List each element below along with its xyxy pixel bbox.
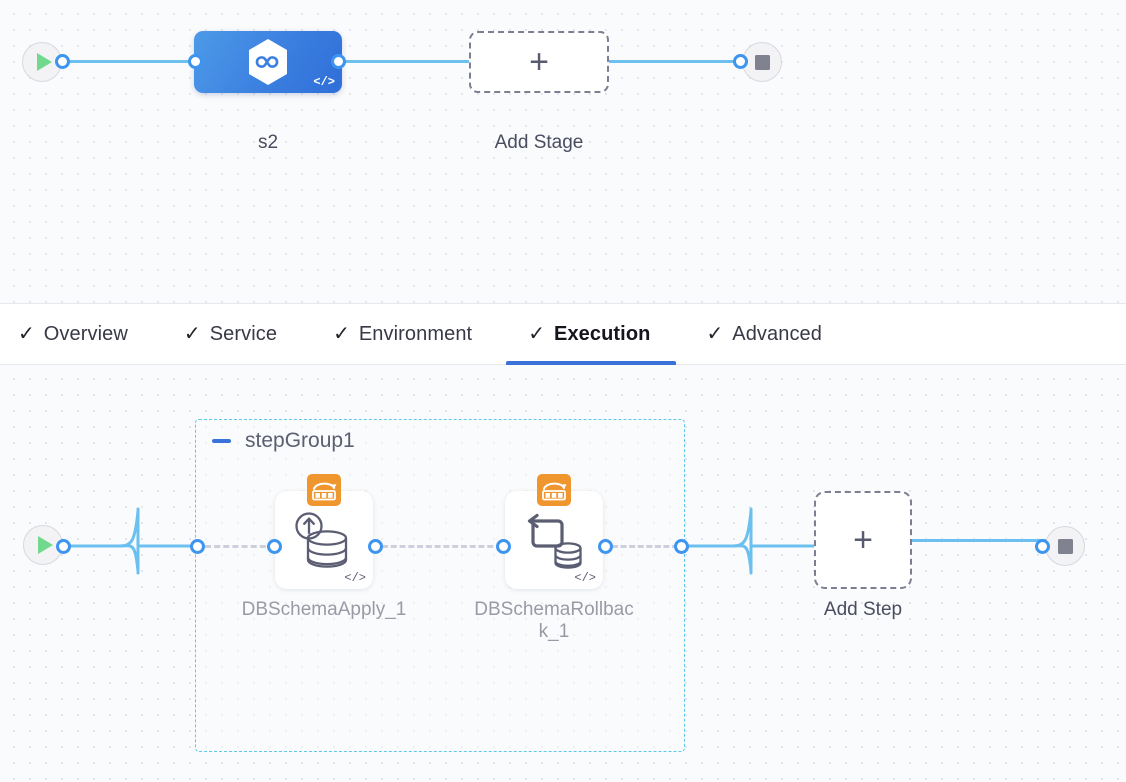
port-exec-start-out[interactable] (56, 539, 71, 554)
add-step-button[interactable]: + (814, 491, 912, 589)
check-icon: ✓ (18, 323, 35, 345)
tab-advanced[interactable]: ✓ Advanced (706, 304, 822, 364)
link-start-to-stage (62, 60, 202, 63)
play-icon (36, 53, 52, 71)
stage-config-tabs[interactable]: ✓ Overview ✓ Service ✓ Environment ✓ Exe… (0, 303, 1126, 365)
step-node-dbschemaapply[interactable]: </> (275, 474, 373, 589)
port-start-out[interactable] (55, 54, 70, 69)
tab-label: Environment (358, 322, 473, 345)
tab-overview[interactable]: ✓ Overview (18, 304, 128, 364)
port-step2-in[interactable] (496, 539, 511, 554)
port-group-entry[interactable] (190, 539, 205, 554)
stage-label: s2 (257, 132, 279, 153)
add-stage-button[interactable]: + (469, 31, 609, 93)
execution-end-node[interactable] (1045, 526, 1085, 566)
step-group-title: stepGroup1 (245, 429, 355, 452)
link-addstep-to-end (912, 539, 1046, 542)
port-stage-out[interactable] (331, 54, 346, 69)
tab-label: Overview (43, 322, 128, 345)
tab-service[interactable]: ✓ Service (184, 304, 277, 364)
dash-link-entry-to-step1 (205, 545, 275, 548)
dash-link-step2-to-exit (612, 545, 678, 548)
tab-label: Service (209, 322, 278, 345)
step-group-container[interactable] (195, 419, 685, 752)
add-step-label: Add Step (823, 599, 903, 620)
stop-icon (1057, 538, 1073, 554)
minus-icon[interactable] (212, 439, 231, 443)
port-step2-out[interactable] (598, 539, 613, 554)
port-step1-in[interactable] (267, 539, 282, 554)
execution-canvas[interactable]: stepGroup1 (0, 365, 1126, 781)
db-migration-badge-icon (537, 474, 571, 506)
tab-label: Advanced (732, 322, 823, 345)
step-label-dbschemaapply: DBSchemaApply_1 (241, 599, 407, 620)
database-apply-up-arrow-icon (295, 512, 348, 568)
check-icon: ✓ (528, 323, 545, 345)
stage-canvas[interactable]: </> s2 + Add Stage (0, 0, 1126, 303)
step-code-badge: </> (574, 571, 596, 585)
hexagon-infinity-icon (249, 39, 287, 85)
junction-connector-left (64, 507, 206, 575)
pipeline-end-node[interactable] (742, 42, 782, 82)
stage-code-badge: </> (313, 75, 335, 89)
play-icon (37, 536, 53, 554)
step-label-dbschemarollback: DBSchemaRollback_1 (474, 599, 634, 643)
step-node-dbschemarollback[interactable]: </> (505, 474, 603, 589)
database-rollback-loop-arrow-icon (527, 513, 582, 569)
step-code-badge: </> (344, 571, 366, 585)
port-exec-end-in[interactable] (1035, 539, 1050, 554)
plus-icon: + (853, 521, 873, 559)
check-icon: ✓ (706, 323, 724, 345)
link-addstage-to-end (608, 60, 748, 63)
db-migration-badge-icon (307, 474, 341, 506)
step-group-header[interactable]: stepGroup1 (212, 429, 355, 453)
port-group-exit[interactable] (674, 539, 689, 554)
stop-icon (754, 54, 770, 70)
check-icon: ✓ (333, 323, 350, 345)
junction-connector-right (684, 507, 818, 575)
check-icon: ✓ (183, 323, 201, 345)
tab-environment[interactable]: ✓ Environment (333, 304, 472, 364)
tab-label: Execution (554, 322, 651, 345)
plus-icon: + (529, 43, 549, 81)
port-stage-in[interactable] (188, 54, 203, 69)
link-stage-to-addstage (337, 60, 472, 63)
stage-node-s2[interactable]: </> (194, 31, 342, 93)
dash-link-step1-to-step2 (382, 545, 502, 548)
add-stage-label: Add Stage (494, 132, 584, 153)
tab-execution[interactable]: ✓ Execution (506, 304, 677, 365)
port-step1-out[interactable] (368, 539, 383, 554)
port-end-in[interactable] (733, 54, 748, 69)
